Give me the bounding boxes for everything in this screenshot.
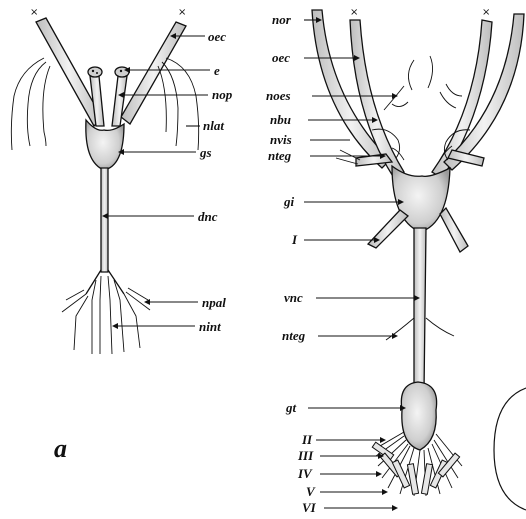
label-dnc: dnc [198,210,218,223]
arrowheads [102,17,420,511]
label-vnc: vnc [284,291,303,304]
label-III: III [298,449,313,462]
nlat-nerve-right [166,58,199,150]
ganglion-gt [401,382,436,450]
label-VI: VI [302,501,316,514]
right-nervous-system [312,10,524,450]
right-eye [115,67,129,77]
label-I: I [292,233,297,246]
label-oec-left: oec [208,30,226,43]
label-e: e [214,64,220,77]
label-nteg-upper: nteg [268,149,291,162]
label-nvis: nvis [270,133,292,146]
partial-circle [494,388,526,510]
label-nteg-lower: nteg [282,329,305,342]
ganglion-gs [86,120,124,170]
dorsal-nerve-cord [101,168,108,272]
label-gt: gt [286,401,296,414]
left-eye [88,67,102,77]
label-nop: nop [212,88,232,101]
label-nint: nint [199,320,221,333]
label-nbu: nbu [270,113,291,126]
label-oec-right: oec [272,51,290,64]
label-IV: IV [298,467,312,480]
label-gi: gi [284,195,294,208]
terminal-nerve-bundles [372,442,459,494]
left-nervous-system [36,18,186,294]
right-oec-arm [121,22,186,124]
nerve-I-right [440,208,468,252]
ventral-nerve-cord [414,228,426,392]
cut-mark-right-2: × [482,8,490,18]
cut-mark-right-1: × [350,8,358,18]
posterior-branch [86,270,124,294]
panel-label: a [54,436,67,462]
cut-mark-left-1: × [30,8,38,18]
label-II: II [302,433,312,446]
label-npal: npal [202,296,226,309]
label-V: V [306,485,315,498]
label-nlat: nlat [203,119,224,132]
label-gs: gs [200,146,212,159]
label-noes: noes [266,89,291,102]
cut-mark-left-2: × [178,8,186,18]
label-nor: nor [272,13,291,26]
